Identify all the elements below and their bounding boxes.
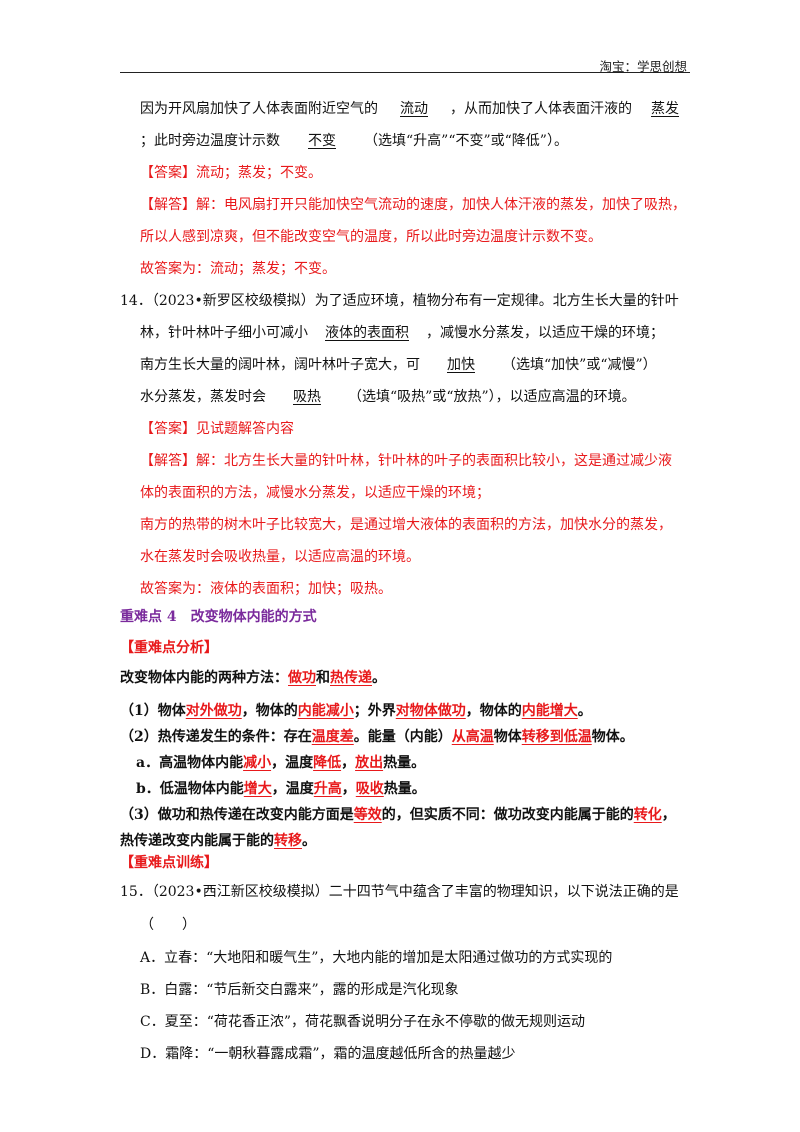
q14-line-2: 林，针叶林叶子细小可减小 液体的表面积 ，减慢水分蒸发，以适应干燥的环境； xyxy=(140,323,664,343)
point-text: （3）做功和热传递在改变内能方面是 xyxy=(120,807,354,823)
q14-final: 故答案为：液体的表面积；加快；吸热。 xyxy=(140,581,392,597)
point-text: ，物体的 xyxy=(241,703,298,719)
q14-blank-1: 液体的表面积 xyxy=(325,325,409,341)
point-3: （3）做功和热传递在改变内能方面是等效的，但实质不同：做功改变内能属于能的转化， xyxy=(120,805,676,825)
q14-text: 南方生长大量的阔叶林，阔叶林叶子宽大，可 xyxy=(140,357,420,373)
keyword: 热传递 xyxy=(330,670,372,686)
point-2b: b．低温物体内能增大，温度升高，吸收热量。 xyxy=(136,779,426,799)
point-text: ， xyxy=(341,755,356,771)
point-text: ，温度 xyxy=(271,755,314,771)
q15-option-d: D．霜降：“一朝秋暮露成霜”，霜的温度越低所含的热量越少 xyxy=(140,1046,516,1062)
q13-blank-3: 不变 xyxy=(308,133,336,149)
keyword: 对物体做功 xyxy=(395,703,466,719)
q13-line-2: ；此时旁边温度计示数 不变 （选填“升高”“不变”或“降低”）。 xyxy=(140,131,568,151)
q13-analysis-1: 【解答】解：电风扇打开只能加快空气流动的速度，加快人体汗液的蒸发，加快了吸热， xyxy=(140,197,686,213)
keyword: 内能增大 xyxy=(521,703,578,719)
keyword: 内能减小 xyxy=(297,703,354,719)
point-text: 。 xyxy=(302,833,316,849)
q13-line-1: 因为开风扇加快了人体表面附近空气的 流动 ，从而加快了人体表面汗液的 蒸发 xyxy=(140,99,698,119)
header-rule xyxy=(120,72,690,73)
point-1: （1）物体对外做功，物体的内能减小；外界对物体做功，物体的内能增大。 xyxy=(120,701,592,721)
point-text: ， xyxy=(341,781,356,797)
keyword: 减小 xyxy=(243,755,272,771)
point-text: 热量。 xyxy=(383,755,426,771)
methods-line: 改变物体内能的两种方法：做功和热传递。 xyxy=(120,668,386,688)
header-brand: 淘宝：学思创想 xyxy=(599,59,687,74)
point-text: 热传递改变内能属于能的 xyxy=(120,833,274,849)
methods-text: 。 xyxy=(372,670,386,686)
keyword: 等效 xyxy=(353,807,382,823)
q13-final: 故答案为：流动；蒸发；不变。 xyxy=(140,261,336,277)
point-2a: a．高温物体内能减小，温度降低，放出热量。 xyxy=(136,753,425,773)
q14-analysis-4: 水在蒸发时会吸收热量，以适应高温的环境。 xyxy=(140,549,420,565)
q14-stem-1: 14．（2023•新罗区校级模拟）为了适应环境，植物分布有一定规律。北方生长大量… xyxy=(120,293,679,309)
point-text: a．高温物体内能 xyxy=(136,755,244,771)
point-text: 物体。 xyxy=(591,729,634,745)
analysis-heading: 【重难点分析】 xyxy=(120,640,218,656)
q13-text: ；此时旁边温度计示数 xyxy=(140,133,280,149)
q13-text: 因为开风扇加快了人体表面附近空气的 xyxy=(140,101,378,117)
q13-answer: 【答案】流动；蒸发；不变。 xyxy=(140,165,322,181)
q15-stem: 15．（2023•西江新区校级模拟）二十四节气中蕴含了丰富的物理知识，以下说法正… xyxy=(120,884,679,900)
methods-text: 和 xyxy=(316,670,330,686)
point-text: （2）热传递发生的条件：存在 xyxy=(120,729,312,745)
q14-text: ，减慢水分蒸发，以适应干燥的环境； xyxy=(426,325,664,341)
keyword: 做功 xyxy=(288,670,316,686)
q14-answer: 【答案】见试题解答内容 xyxy=(140,421,294,437)
q15-option-c: C．夏至：“荷花香正浓”，荷花飘香说明分子在永不停歇的做无规则运动 xyxy=(140,1014,586,1030)
point-text: ， xyxy=(661,807,676,823)
q14-line-3: 南方生长大量的阔叶林，阔叶林叶子宽大，可 加快 （选填“加快”或“减慢”） xyxy=(140,355,657,375)
point-3-line-2: 热传递改变内能属于能的转移。 xyxy=(120,831,316,851)
keyword: 从高温 xyxy=(451,729,494,745)
point-text: ，温度 xyxy=(271,781,314,797)
point-text: 。 xyxy=(577,703,592,719)
q14-blank-2: 加快 xyxy=(447,357,475,373)
q14-line-4: 水分蒸发，蒸发时会 吸热 （选填“吸热”或“放热”），以适应高温的环境。 xyxy=(140,387,636,407)
keyword: 升高 xyxy=(313,781,342,797)
keyword: 增大 xyxy=(243,781,272,797)
keyword: 转移 xyxy=(274,833,302,849)
point-text: 。能量（内能） xyxy=(353,729,452,745)
practice-heading: 【重难点训练】 xyxy=(120,855,218,871)
keyword: 放出 xyxy=(355,755,384,771)
q14-text: （选填“加快”或“减慢”） xyxy=(502,357,657,373)
point-2: （2）热传递发生的条件：存在温度差。能量（内能）从高温物体转移到低温物体。 xyxy=(120,727,634,747)
q14-text: （选填“吸热”或“放热”），以适应高温的环境。 xyxy=(348,389,636,405)
keyword: 转移到低温 xyxy=(521,729,592,745)
point-text: 的，但实质不同：做功改变内能属于能的 xyxy=(381,807,634,823)
point-text: ，物体的 xyxy=(465,703,522,719)
q14-analysis-1: 【解答】解：北方生长大量的针叶林，针叶林的叶子的表面积比较小，这是通过减少液 xyxy=(140,453,672,469)
point-text: b．低温物体内能 xyxy=(136,781,244,797)
q13-text: （选填“升高”“不变”或“降低”）。 xyxy=(364,133,568,149)
q14-blank-3: 吸热 xyxy=(293,389,321,405)
q14-analysis-2: 体的表面积的方法，减慢水分蒸发，以适应干燥的环境； xyxy=(140,485,490,501)
section-title: 重难点 4 改变物体内能的方式 xyxy=(120,609,317,625)
q13-text: ，从而加快了人体表面汗液的 xyxy=(450,101,632,117)
q13-blank-2: 蒸发 xyxy=(651,101,679,117)
keyword: 对外做功 xyxy=(185,703,242,719)
q14-text: 水分蒸发，蒸发时会 xyxy=(140,389,266,405)
keyword: 吸收 xyxy=(355,781,384,797)
q13-blank-1: 流动 xyxy=(400,101,428,117)
q14-analysis-3: 南方的热带的树木叶子比较宽大，是通过增大液体的表面积的方法，加快水分的蒸发， xyxy=(140,517,672,533)
keyword: 温度差 xyxy=(311,729,354,745)
q15-option-a: A．立春：“大地阳和暖气生”，大地内能的增加是太阳通过做功的方式实现的 xyxy=(140,950,613,966)
point-text: 物体 xyxy=(493,729,522,745)
point-text: （1）物体 xyxy=(120,703,186,719)
keyword: 降低 xyxy=(313,755,342,771)
keyword: 转化 xyxy=(633,807,662,823)
q13-analysis-2: 所以人感到凉爽，但不能改变空气的温度，所以此时旁边温度计示数不变。 xyxy=(140,229,602,245)
q14-text: 林，针叶林叶子细小可减小 xyxy=(140,325,308,341)
methods-text: 改变物体内能的两种方法： xyxy=(120,670,288,686)
point-text: ；外界 xyxy=(353,703,396,719)
q15-option-b: B．白露：“节后新交白露来”，露的形成是汽化现象 xyxy=(140,982,459,998)
point-text: 热量。 xyxy=(383,781,426,797)
q15-answer-paren: （ ） xyxy=(140,917,196,933)
